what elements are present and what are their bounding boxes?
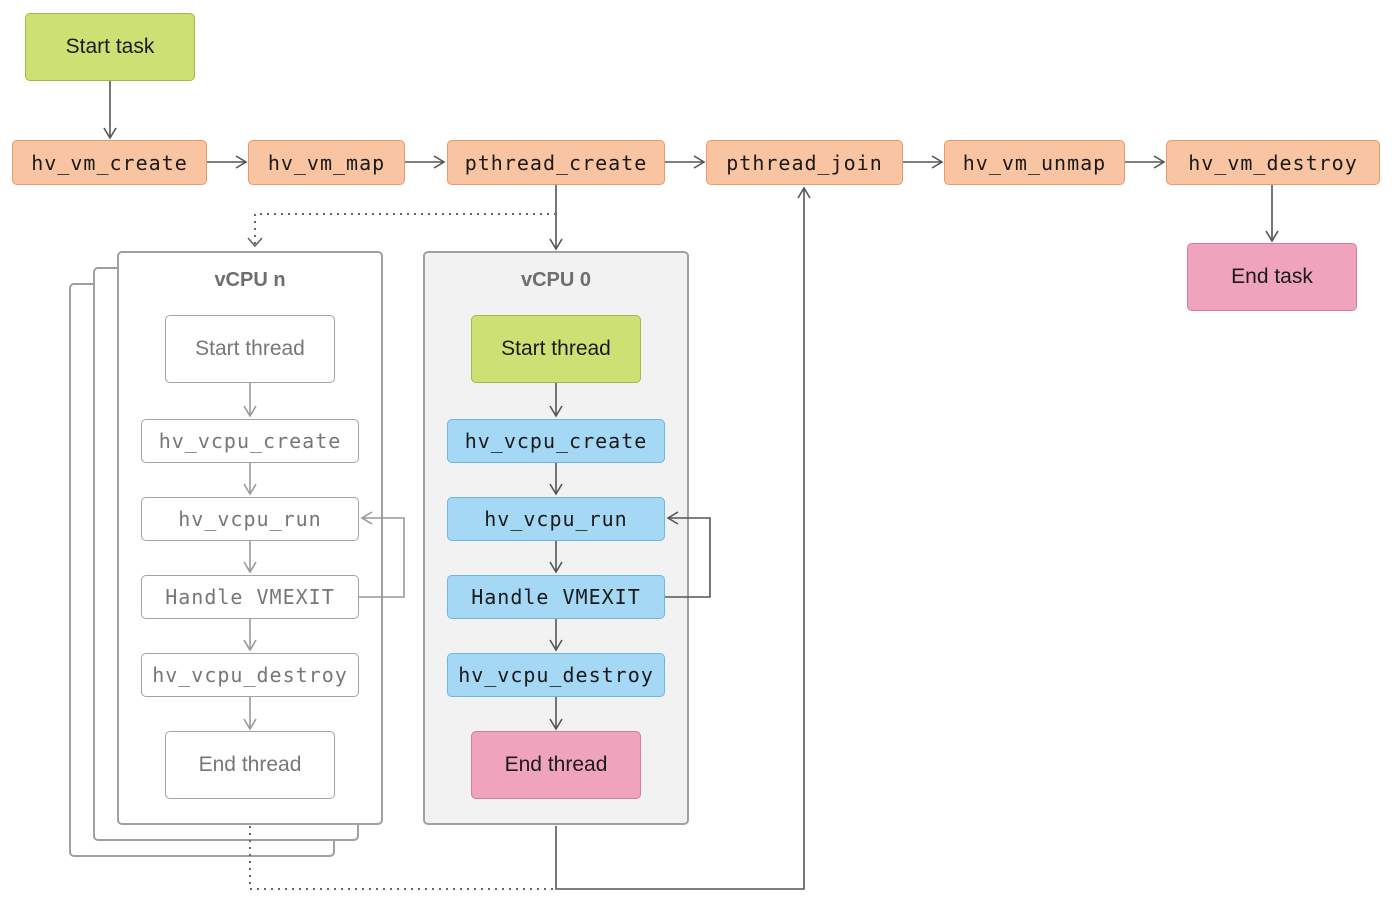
- vcpu0-hv-vcpu-destroy-node: hv_vcpu_destroy: [447, 653, 665, 697]
- arrow-vcpu0-to-pthread-join: [555, 186, 811, 890]
- vcpun-hv-vcpu-create-node: hv_vcpu_create: [141, 419, 359, 463]
- vcpun-hv-vcpu-destroy-node: hv_vcpu_destroy: [141, 653, 359, 697]
- vcpun-handle-vmexit-node: Handle VMEXIT: [141, 575, 359, 619]
- vcpu0-hv-vcpu-create-node: hv_vcpu_create: [447, 419, 665, 463]
- vcpu0-end-thread-node: End thread: [471, 731, 641, 799]
- hv-vm-unmap-node: hv_vm_unmap: [944, 140, 1125, 185]
- vcpu-0-title: vCPU 0: [520, 269, 592, 291]
- vcpu0-start-thread-node: Start thread: [471, 315, 641, 383]
- start-task-node: Start task: [25, 13, 195, 81]
- pthread-create-node: pthread_create: [447, 140, 665, 185]
- loop-v0-handle-to-run: [665, 511, 711, 598]
- dotted-line-vcpun-to-join: [249, 826, 556, 890]
- hv-vm-map-node: hv_vm_map: [248, 140, 405, 185]
- vcpun-hv-vcpu-run-node: hv_vcpu_run: [141, 497, 359, 541]
- hv-vm-destroy-node: hv_vm_destroy: [1166, 140, 1380, 185]
- vcpu0-hv-vcpu-run-node: hv_vcpu_run: [447, 497, 665, 541]
- vcpu-n-title: vCPU n: [214, 269, 286, 291]
- vcpu0-handle-vmexit-node: Handle VMEXIT: [447, 575, 665, 619]
- dotted-arrow-pthread-create-to-vcpun: [254, 213, 556, 246]
- pthread-join-node: pthread_join: [706, 140, 903, 185]
- vcpun-start-thread-node: Start thread: [165, 315, 335, 383]
- hv-vm-create-node: hv_vm_create: [12, 140, 207, 185]
- vcpun-end-thread-node: End thread: [165, 731, 335, 799]
- loop-vn-handle-to-run: [359, 511, 405, 598]
- end-task-node: End task: [1187, 243, 1357, 311]
